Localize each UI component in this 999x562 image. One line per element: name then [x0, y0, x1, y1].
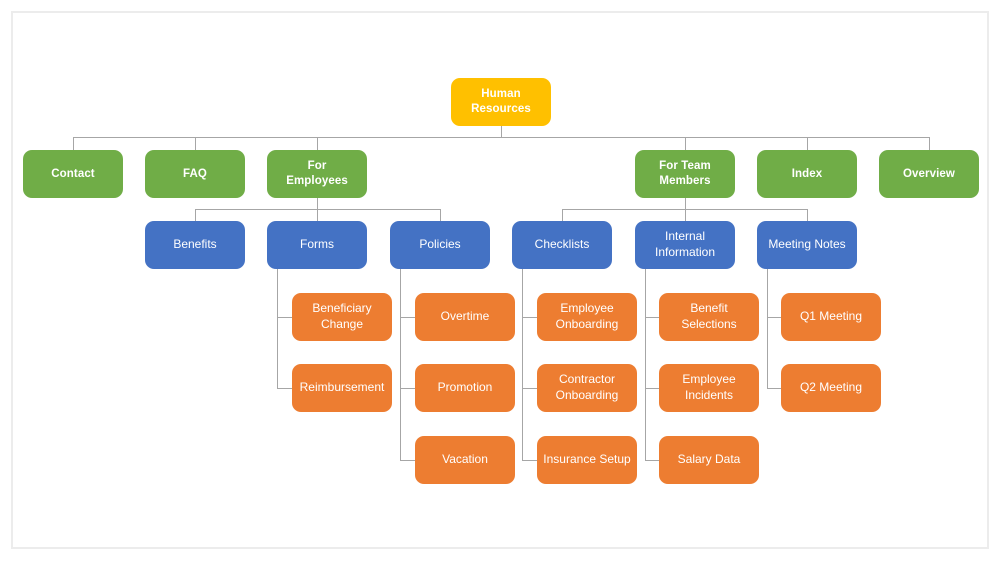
connector-line: [317, 209, 318, 221]
node-q2-meeting[interactable]: Q2 Meeting: [781, 364, 881, 412]
connector-line: [277, 317, 292, 318]
connector-line: [317, 198, 318, 209]
connector-line: [522, 317, 537, 318]
node-policies[interactable]: Policies: [390, 221, 490, 269]
node-vacation[interactable]: Vacation: [415, 436, 515, 484]
node-reimbursement[interactable]: Reimbursement: [292, 364, 392, 412]
node-overview[interactable]: Overview: [879, 150, 979, 198]
node-contact[interactable]: Contact: [23, 150, 123, 198]
node-meeting-notes[interactable]: Meeting Notes: [757, 221, 857, 269]
node-overtime[interactable]: Overtime: [415, 293, 515, 341]
node-checklists[interactable]: Checklists: [512, 221, 612, 269]
connector-line: [929, 137, 930, 150]
node-insurance-setup[interactable]: Insurance Setup: [537, 436, 637, 484]
node-promotion[interactable]: Promotion: [415, 364, 515, 412]
connector-line: [522, 269, 523, 460]
connector-line: [440, 209, 441, 221]
connector-line: [685, 198, 686, 209]
node-for-employees[interactable]: For Employees: [267, 150, 367, 198]
connector-line: [645, 317, 659, 318]
node-internal-information[interactable]: Internal Information: [635, 221, 735, 269]
node-benefit-selections[interactable]: Benefit Selections: [659, 293, 759, 341]
connector-line: [400, 388, 415, 389]
connector-line: [73, 137, 74, 150]
connector-line: [562, 209, 807, 210]
connector-line: [195, 209, 196, 221]
node-index[interactable]: Index: [757, 150, 857, 198]
connector-line: [645, 269, 646, 460]
node-employee-incidents[interactable]: Employee Incidents: [659, 364, 759, 412]
node-beneficiary-change[interactable]: Beneficiary Change: [292, 293, 392, 341]
connector-line: [807, 137, 808, 150]
connector-line: [522, 388, 537, 389]
connector-line: [685, 209, 686, 221]
connector-line: [767, 317, 781, 318]
connector-line: [277, 269, 278, 388]
connector-line: [767, 269, 768, 388]
connector-line: [562, 209, 563, 221]
connector-line: [195, 137, 196, 150]
node-forms[interactable]: Forms: [267, 221, 367, 269]
connector-line: [501, 126, 502, 137]
node-for-team-members[interactable]: For Team Members: [635, 150, 735, 198]
node-employee-onboarding[interactable]: Employee Onboarding: [537, 293, 637, 341]
connector-line: [767, 388, 781, 389]
connector-line: [400, 317, 415, 318]
connector-line: [73, 137, 929, 138]
connector-line: [522, 460, 537, 461]
node-contractor-onboarding[interactable]: Contractor Onboarding: [537, 364, 637, 412]
connector-line: [400, 460, 415, 461]
connector-line: [645, 388, 659, 389]
node-human-resources[interactable]: Human Resources: [451, 78, 551, 126]
node-q1-meeting[interactable]: Q1 Meeting: [781, 293, 881, 341]
node-salary-data[interactable]: Salary Data: [659, 436, 759, 484]
node-faq[interactable]: FAQ: [145, 150, 245, 198]
connector-line: [807, 209, 808, 221]
node-benefits[interactable]: Benefits: [145, 221, 245, 269]
connector-line: [277, 388, 292, 389]
connector-line: [400, 269, 401, 460]
connector-line: [685, 137, 686, 150]
connector-line: [645, 460, 659, 461]
connector-line: [317, 137, 318, 150]
